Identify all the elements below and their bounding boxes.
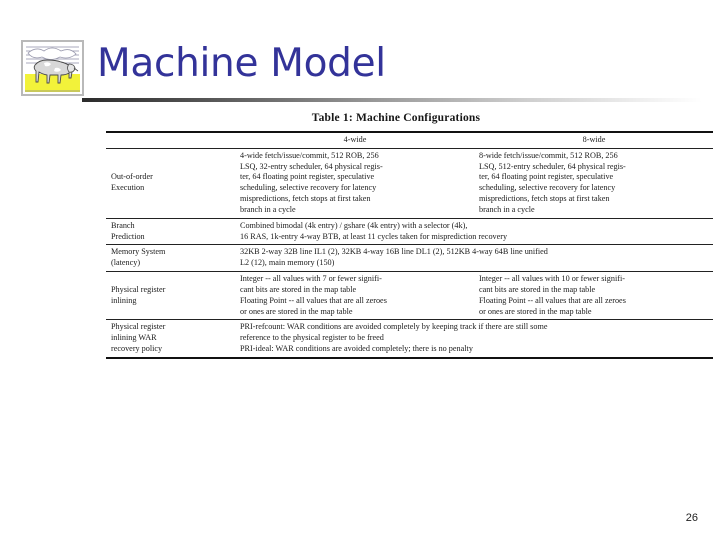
cell-line: 16 RAS, 1k-entry 4-way BTB, at least 11 … <box>240 231 508 241</box>
cell-line: LSQ, 512-entry scheduler, 64 physical re… <box>479 161 626 171</box>
row-label-branch-prediction: Branch Prediction <box>106 217 235 245</box>
cell-line: ter, 64 floating point register, specula… <box>240 172 375 182</box>
label-line: (latency) <box>111 258 141 268</box>
page-title: Machine Model <box>97 41 386 86</box>
cell-line: 8-wide fetch/issue/commit, 512 ROB, 256 <box>479 150 618 160</box>
cell-line: ter, 64 floating point register, specula… <box>479 172 614 182</box>
page-number: 26 <box>685 512 698 524</box>
cell-shared-memory-system: 32KB 2-way 32B line IL1 (2), 32KB 4-way … <box>235 244 713 272</box>
cell-line: mispredictions, fetch stops at first tak… <box>479 194 610 204</box>
cell-line: reference to the physical register to be… <box>240 333 384 343</box>
cell-line: PRI-ideal: WAR conditions are avoided co… <box>240 344 473 354</box>
label-line: Prediction <box>111 231 145 241</box>
table-row: Out-of-order Execution 4-wide fetch/issu… <box>106 147 713 219</box>
table-caption: Table 1: Machine Configurations <box>311 112 481 124</box>
slide-header: Machine Model <box>0 0 720 104</box>
label-line: Memory System <box>111 247 166 257</box>
machine-configurations-figure: Table 1: Machine Configurations 4-wide 8… <box>106 112 713 359</box>
cell-8-wide-out-of-order-execution: 8-wide fetch/issue/commit, 512 ROB, 256 … <box>474 147 713 219</box>
cell-line: Floating Point -- all values that are al… <box>479 295 626 305</box>
grazing-cow-logo-icon <box>21 40 84 96</box>
cell-line: PRI-refcount: WAR conditions are avoided… <box>240 322 548 332</box>
cell-line: or ones are stored in the map table <box>479 306 592 316</box>
cell-line: Combined bimodal (4k entry) / gshare (4k… <box>240 220 468 230</box>
row-label-out-of-order-execution: Out-of-order Execution <box>106 147 235 219</box>
label-line: recovery policy <box>111 344 163 354</box>
title-divider <box>82 98 702 102</box>
table-row: Physical register inlining Integer -- al… <box>106 271 713 320</box>
cell-line: cant bits are stored in the map table <box>240 284 357 294</box>
table-row: Memory System (latency) 32KB 2-way 32B l… <box>106 244 713 272</box>
cell-4-wide-out-of-order-execution: 4-wide fetch/issue/commit, 512 ROB, 256 … <box>235 147 474 219</box>
label-line: Branch <box>111 220 135 230</box>
cell-line: L2 (12), main memory (150) <box>240 258 335 268</box>
cell-shared-war-recovery-policy: PRI-refcount: WAR conditions are avoided… <box>235 319 713 359</box>
label-line: Physical register <box>111 284 166 294</box>
header-cell-blank <box>106 130 235 149</box>
cell-line: mispredictions, fetch stops at first tak… <box>240 194 371 204</box>
cell-line: or ones are stored in the map table <box>240 306 353 316</box>
row-label-memory-system: Memory System (latency) <box>106 244 235 272</box>
cell-4-wide-physical-register-inlining: Integer -- all values with 7 or fewer si… <box>235 271 474 320</box>
cell-line: Integer -- all values with 7 or fewer si… <box>240 274 382 284</box>
header-cell-8-wide: 8-wide <box>474 130 713 149</box>
cell-line: 4-wide fetch/issue/commit, 512 ROB, 256 <box>240 150 379 160</box>
table-header-row: 4-wide 8-wide <box>106 130 713 149</box>
label-line: inlining WAR <box>111 333 157 343</box>
table-row: Physical register inlining WAR recovery … <box>106 319 713 359</box>
table-row: Branch Prediction Combined bimodal (4k e… <box>106 217 713 245</box>
cell-line: 32KB 2-way 32B line IL1 (2), 32KB 4-way … <box>240 247 548 257</box>
cell-line: scheduling, selective recovery for laten… <box>479 183 616 193</box>
row-label-war-recovery-policy: Physical register inlining WAR recovery … <box>106 319 235 359</box>
cell-line: Floating Point -- all values that are al… <box>240 295 387 305</box>
cell-shared-branch-prediction: Combined bimodal (4k entry) / gshare (4k… <box>235 217 713 245</box>
cell-line: cant bits are stored in the map table <box>479 284 596 294</box>
cell-line: LSQ, 32-entry scheduler, 64 physical reg… <box>240 161 383 171</box>
label-line: Execution <box>111 183 145 193</box>
cell-line: Integer -- all values with 10 or fewer s… <box>479 274 625 284</box>
cell-line: branch in a cycle <box>240 204 296 214</box>
cell-line: scheduling, selective recovery for laten… <box>240 183 377 193</box>
row-label-physical-register-inlining: Physical register inlining <box>106 271 235 320</box>
machine-configurations-table: 4-wide 8-wide Out-of-order Execution 4-w… <box>106 130 713 359</box>
cell-line: branch in a cycle <box>479 204 535 214</box>
label-line: Physical register <box>111 322 166 332</box>
label-line: Out-of-order <box>111 172 153 182</box>
label-line: inlining <box>111 295 137 305</box>
cell-8-wide-physical-register-inlining: Integer -- all values with 10 or fewer s… <box>474 271 713 320</box>
header-cell-4-wide: 4-wide <box>235 130 474 149</box>
